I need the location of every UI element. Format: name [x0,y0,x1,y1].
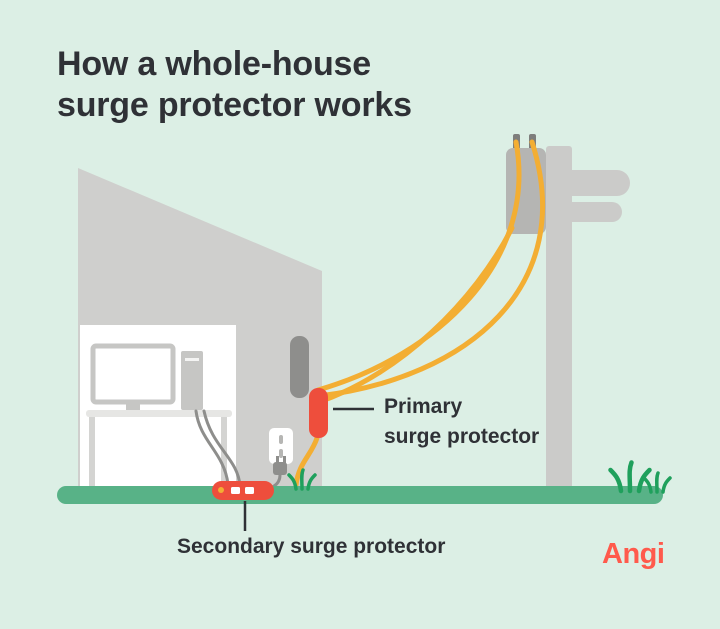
angi-logo: Angi [602,538,665,570]
page-title: How a whole-house surge protector works [57,44,412,126]
secondary-surge-protector-label: Secondary surge protector [177,535,446,558]
wall-outlet-icon [269,428,293,464]
grass-icon [642,471,672,494]
page-title-line2: surge protector works [57,86,412,124]
service-wires [293,139,545,488]
power-cords [194,409,242,488]
secondary-surge-protector-icon [212,481,274,500]
utility-pole-icon [546,146,630,498]
electric-meter-icon [290,336,309,398]
primary-surge-protector-label: Primary surge protector [384,395,540,448]
computer-workstation [86,343,242,492]
ground-strip [57,486,663,504]
primary-surge-protector-icon [309,388,328,438]
grass-icon [287,468,317,491]
page-title-line1: How a whole-house [57,45,371,83]
